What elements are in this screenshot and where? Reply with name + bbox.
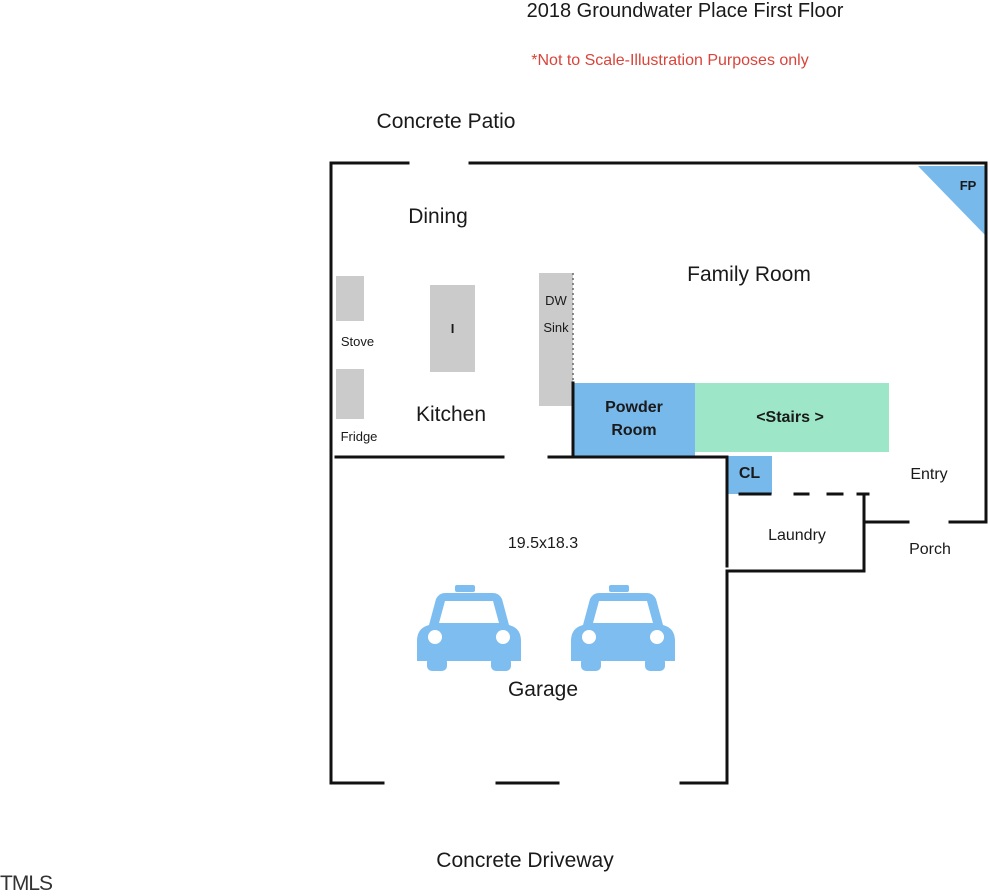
dishwasher-label: DW <box>545 293 567 308</box>
fridge-label: Fridge <box>340 429 378 444</box>
car-icon <box>417 585 521 671</box>
kitchen-island <box>430 285 475 372</box>
sink-counter <box>539 273 573 406</box>
garage-size-label: 19.5x18.3 <box>507 535 579 552</box>
patio-label: Concrete Patio <box>376 110 516 133</box>
garage-label: Garage <box>507 678 579 701</box>
stove-label: Stove <box>340 334 375 349</box>
dining-label: Dining <box>408 205 468 228</box>
powder-room-label-1: Powder <box>605 399 663 416</box>
car-icon <box>571 585 675 671</box>
porch-label: Porch <box>909 541 951 558</box>
sink-label: Sink <box>543 320 569 335</box>
island-label: I <box>450 321 455 336</box>
closet-label: CL <box>738 465 761 482</box>
powder-room-area <box>573 383 695 456</box>
closet-area <box>727 456 772 494</box>
stairs-area <box>695 383 889 452</box>
scale-note: *Not to Scale-Illustration Purposes only <box>531 52 809 69</box>
stairs-label: <Stairs > <box>756 409 824 426</box>
entry-label: Entry <box>910 466 948 483</box>
plan-title: 2018 Groundwater Place First Floor <box>526 0 844 22</box>
fireplace <box>918 166 986 236</box>
stove <box>336 276 364 321</box>
family-room-label: Family Room <box>687 263 811 286</box>
fireplace-label: FP <box>959 178 977 193</box>
laundry-label: Laundry <box>768 527 826 544</box>
fridge <box>336 369 364 419</box>
kitchen-label: Kitchen <box>415 403 487 426</box>
walls <box>329 161 988 785</box>
powder-room-label-2: Room <box>611 422 657 439</box>
mls-watermark: TMLS <box>0 872 53 895</box>
driveway-label: Concrete Driveway <box>436 849 614 872</box>
